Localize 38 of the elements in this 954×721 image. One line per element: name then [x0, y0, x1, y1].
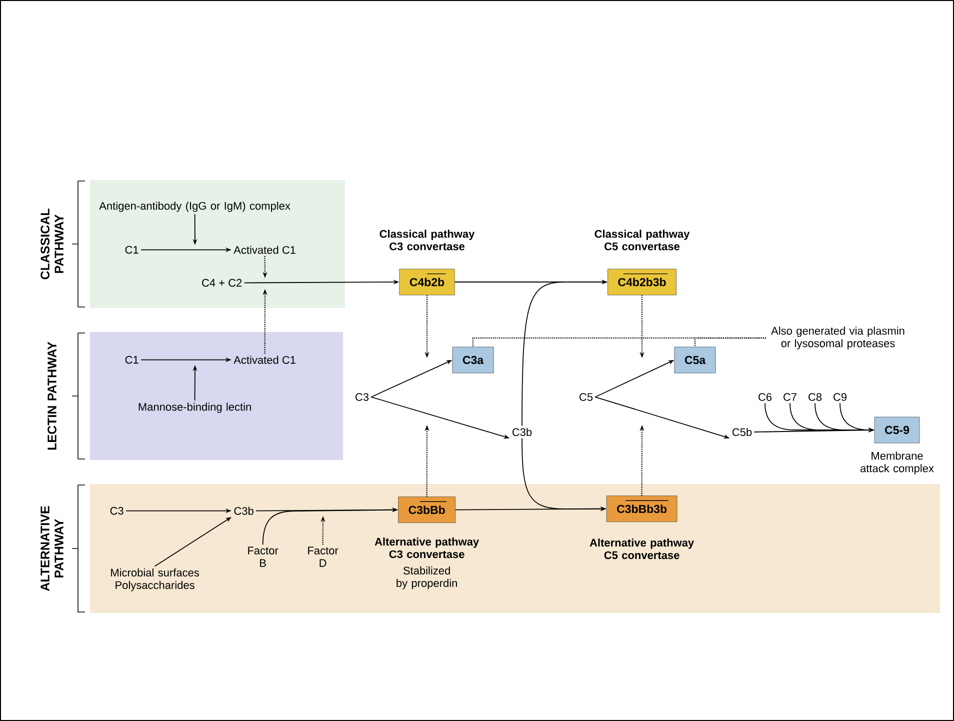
- protein-label: C1: [125, 356, 138, 364]
- protein-label: Activated C1: [234, 246, 296, 254]
- protein-label: C3b: [234, 506, 254, 515]
- box-caption: Classical pathway C5 convertase: [594, 230, 690, 250]
- protein-label: C8: [808, 393, 822, 401]
- protein-box: C3bBb: [398, 496, 456, 523]
- pathway-label: ALTERNATIVE PATHWAY: [40, 506, 64, 592]
- pathway-label: CLASSICAL PATHWAY: [40, 208, 64, 280]
- box-caption: Stabilized by properdin: [396, 566, 457, 590]
- box-caption: Membrane attack complex: [860, 452, 934, 474]
- protein-box: C3bBb3b: [606, 496, 678, 522]
- protein-label: Microbial surfaces Polysaccharides: [111, 568, 199, 592]
- protein-box: C5a: [674, 346, 716, 374]
- protein-label: C1: [125, 246, 138, 254]
- protein-label: C3: [356, 393, 369, 401]
- protein-label: C5b: [732, 428, 752, 436]
- protein-label: C3: [110, 506, 124, 515]
- protein-box: C5-9: [874, 416, 920, 444]
- protein-label: Factor B: [248, 546, 278, 567]
- protein-box: C4b2b: [399, 268, 455, 296]
- leader-line: [694, 337, 766, 347]
- protein-label: Antigen-antibody (IgG or IgM) complex: [99, 202, 290, 212]
- box-caption: Alternative pathway C3 convertase: [374, 538, 479, 558]
- protein-label: C6: [758, 393, 772, 401]
- box-caption: Alternative pathway C5 convertase: [590, 538, 694, 560]
- protein-label: Activated C1: [234, 356, 296, 364]
- protein-label: Factor D: [308, 546, 338, 567]
- protein-label: C9: [834, 393, 847, 401]
- protein-label: Also generated via plasmin or lysosomal proteases: [771, 326, 904, 350]
- protein-box: C4b2b3b: [608, 268, 676, 296]
- protein-label: Mannose-binding lectin: [138, 402, 251, 413]
- pathway-label: LECTIN PATHWAY: [48, 342, 56, 450]
- protein-label: C5: [580, 393, 593, 401]
- box-caption: Classical pathway C3 convertase: [380, 230, 475, 250]
- protein-label: C3b: [512, 428, 532, 436]
- protein-box: C3a: [452, 346, 494, 374]
- protein-label: C7: [784, 393, 796, 401]
- protein-label: C4 + C2: [202, 278, 242, 287]
